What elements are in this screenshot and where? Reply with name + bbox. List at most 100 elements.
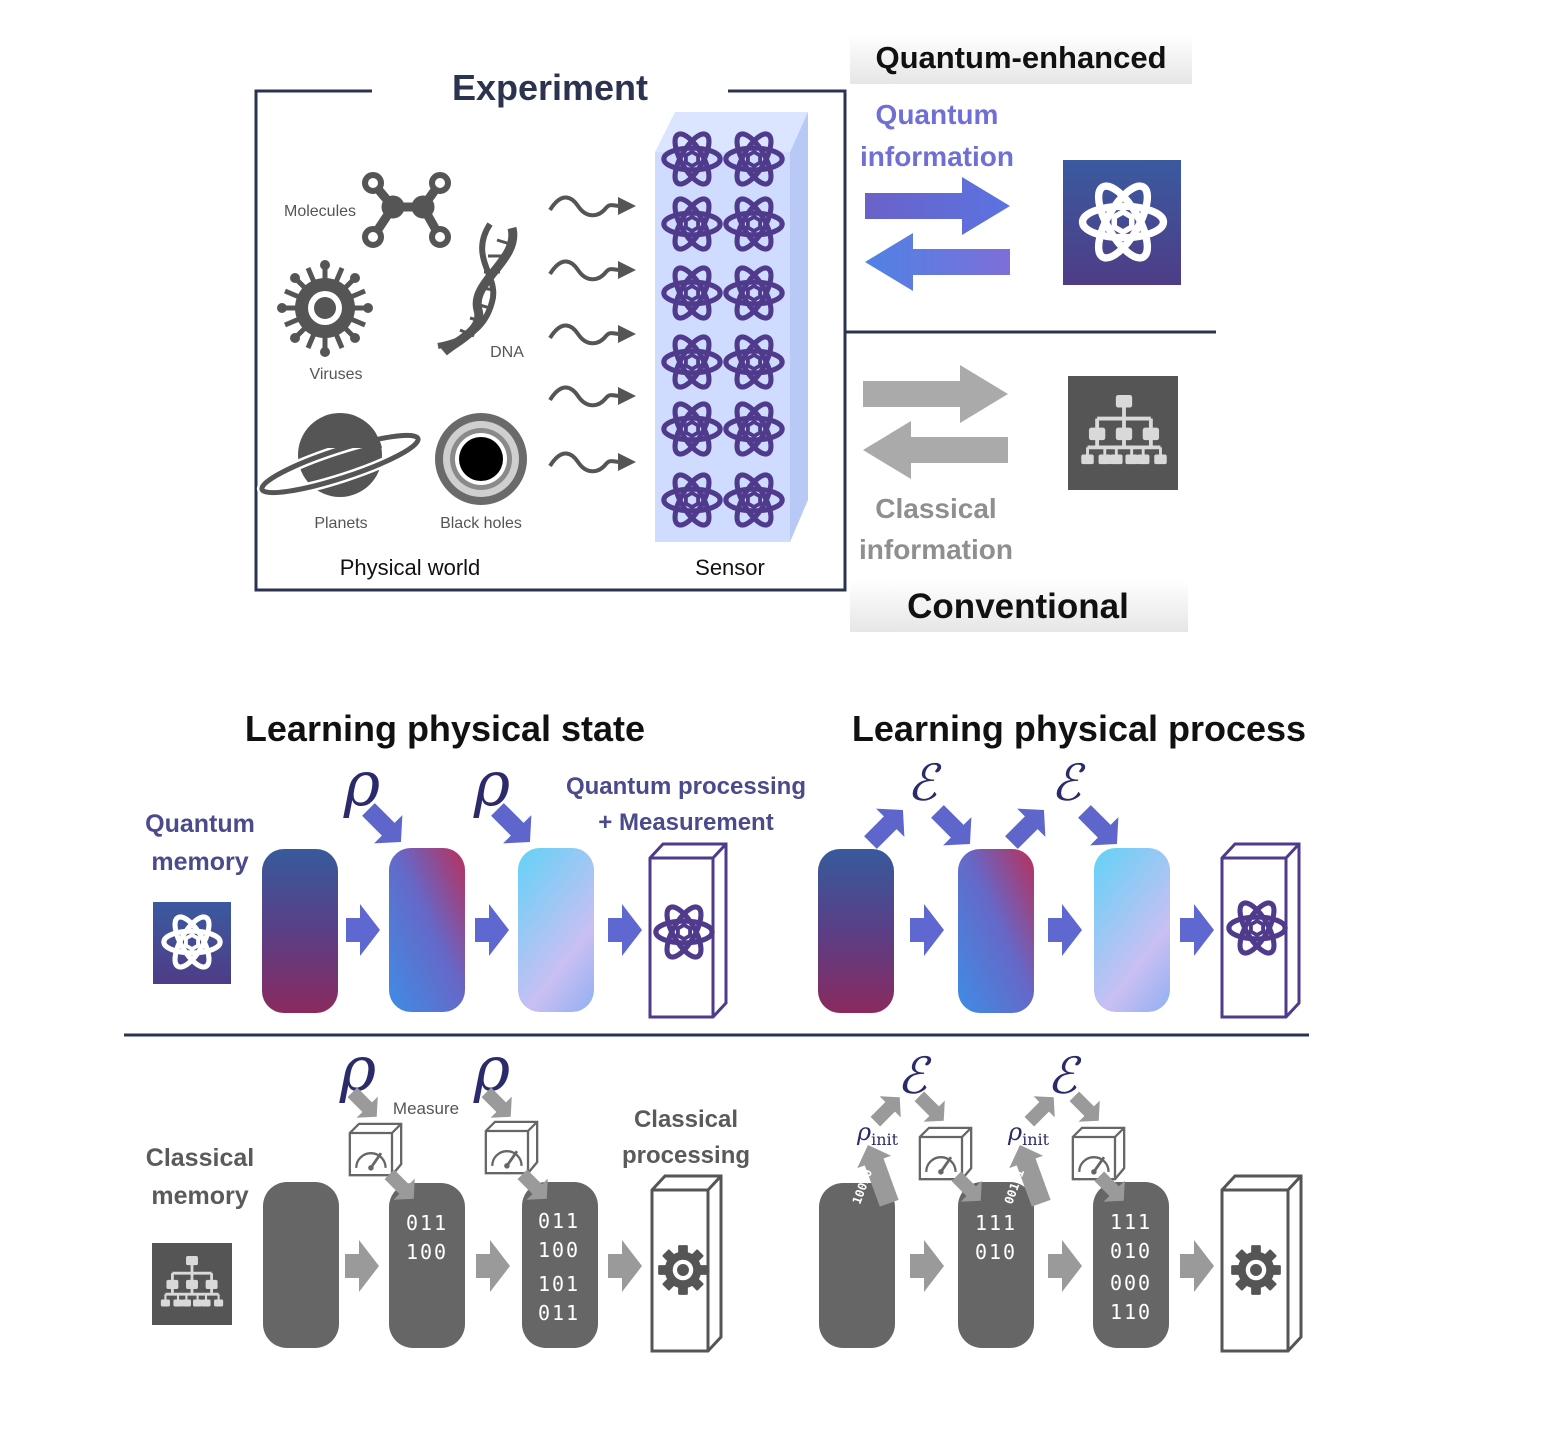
classical-processor-box-process bbox=[1220, 1174, 1303, 1353]
quantum-processing-line2: + Measurement bbox=[598, 809, 773, 836]
quantum-memory-line2: memory bbox=[151, 848, 248, 876]
quantum-header-box bbox=[850, 34, 1192, 84]
input-arrow bbox=[931, 805, 972, 846]
flow-arrow bbox=[1180, 1240, 1214, 1292]
data-arrow bbox=[517, 1169, 548, 1200]
measure-arrow bbox=[914, 1091, 945, 1122]
classical-process-pill-1 bbox=[958, 1182, 1034, 1348]
rho-init-label: ρinit bbox=[856, 1118, 899, 1149]
classical-info-line1: Classical bbox=[875, 493, 996, 524]
quantum-processor-box bbox=[648, 842, 728, 1019]
flow-arrow bbox=[910, 904, 944, 956]
classical-memory-line2: memory bbox=[151, 1182, 248, 1210]
bits-text: 000 bbox=[1110, 1271, 1152, 1295]
dna-label: DNA bbox=[490, 344, 524, 361]
classical-processing-line2: processing bbox=[622, 1142, 750, 1169]
quantum-process-pill-1 bbox=[958, 849, 1034, 1013]
physical-world-label: Physical world bbox=[340, 555, 481, 580]
viruses-label: Viruses bbox=[309, 366, 362, 383]
classical-row: Classical memory Classical processing 01… bbox=[146, 1032, 1303, 1353]
input-arrow bbox=[362, 803, 403, 844]
gear-icon bbox=[1231, 1245, 1281, 1295]
flow-arrow bbox=[476, 1240, 510, 1292]
bits-text: 011 bbox=[538, 1209, 580, 1233]
quantum-memory-pill bbox=[262, 849, 338, 1013]
planet-icon bbox=[256, 413, 424, 498]
quantum-arrow-right bbox=[865, 177, 1010, 235]
channel-label: ℰ bbox=[1051, 754, 1086, 812]
bits-text: 100 bbox=[538, 1238, 580, 1262]
measure-arrow bbox=[347, 1087, 378, 1118]
quantum-processor-box-process bbox=[1220, 842, 1301, 1019]
experiment-panel: Experiment Molecules bbox=[254, 67, 847, 592]
dna-icon bbox=[437, 222, 518, 356]
learning-state-title: Learning physical state bbox=[245, 708, 645, 749]
quantum-memory-atom-icon bbox=[1063, 160, 1181, 285]
flow-arrow bbox=[1048, 1240, 1082, 1292]
quantum-memory-pill-process bbox=[818, 849, 894, 1013]
bits-text: 111 bbox=[1110, 1210, 1152, 1234]
quantum-process-pill-2 bbox=[1094, 848, 1170, 1012]
data-arrow bbox=[1094, 1171, 1125, 1202]
quantum-memory-line1: Quantum bbox=[145, 810, 255, 838]
bits-text: 010 bbox=[1110, 1239, 1152, 1263]
quantum-arrow-left bbox=[865, 233, 1010, 291]
wave-icon bbox=[548, 451, 638, 474]
experiment-title: Experiment bbox=[452, 67, 648, 108]
wave-icon bbox=[548, 323, 638, 346]
flow-arrow bbox=[475, 904, 509, 956]
bits-text: 101 bbox=[538, 1272, 580, 1296]
rho-init-label: ρinit bbox=[1007, 1118, 1050, 1149]
bits-text: 110 bbox=[1110, 1300, 1152, 1324]
classical-process-pill-2 bbox=[1093, 1182, 1169, 1348]
bits-text: 100 bbox=[406, 1240, 448, 1264]
planets-label: Planets bbox=[314, 515, 367, 532]
output-arrow bbox=[864, 808, 905, 849]
learning-process-title: Learning physical process bbox=[852, 708, 1306, 749]
bits-text: 011 bbox=[538, 1301, 580, 1325]
sensor-block bbox=[655, 112, 808, 542]
quantum-row: Quantum memory Quantum processing + Meas… bbox=[145, 747, 1301, 1019]
measure-arrow bbox=[481, 1087, 512, 1118]
flow-arrow bbox=[1180, 904, 1214, 956]
classical-data-pill-2 bbox=[522, 1182, 598, 1348]
bits-text: 011 bbox=[406, 1211, 448, 1235]
output-arrow bbox=[870, 1096, 901, 1127]
wave-icon bbox=[548, 385, 638, 408]
classical-arrow-left bbox=[863, 421, 1008, 479]
classical-processing-line1: Classical bbox=[634, 1106, 738, 1133]
flow-arrow bbox=[345, 1240, 379, 1292]
flow-arrow bbox=[910, 1240, 944, 1292]
input-arrow bbox=[491, 803, 532, 844]
flow-arrow bbox=[608, 1240, 642, 1292]
black-hole-icon bbox=[435, 413, 527, 505]
classical-memory-small-network-icon bbox=[152, 1243, 232, 1325]
molecule-icon bbox=[362, 172, 451, 248]
bits-text: 010 bbox=[975, 1240, 1017, 1264]
gear-icon bbox=[658, 1245, 708, 1295]
classical-info-line2: information bbox=[859, 534, 1013, 565]
classical-memory-pill bbox=[263, 1182, 339, 1348]
meter-icon bbox=[484, 1120, 539, 1175]
output-arrow bbox=[1024, 1096, 1055, 1127]
classical-data-pill-1 bbox=[389, 1183, 465, 1348]
classical-arrow-right bbox=[863, 365, 1008, 423]
input-arrow bbox=[1078, 805, 1119, 846]
conventional-header: Conventional bbox=[907, 587, 1129, 626]
quantum-info-line2: information bbox=[860, 141, 1014, 172]
data-arrow bbox=[951, 1171, 982, 1202]
black-holes-label: Black holes bbox=[440, 515, 522, 532]
conventional-header-box bbox=[850, 580, 1188, 632]
wave-icon bbox=[548, 259, 638, 282]
meter-icon bbox=[348, 1122, 403, 1177]
flow-arrow bbox=[608, 904, 642, 956]
input-bits-arrow-2 bbox=[1009, 1145, 1051, 1207]
quantum-state-pill-1 bbox=[389, 848, 465, 1012]
wave-icon bbox=[548, 195, 638, 218]
flow-arrow bbox=[1048, 904, 1082, 956]
output-arrow bbox=[1005, 808, 1046, 849]
flow-arrow bbox=[346, 904, 380, 956]
classical-memory-pill-process bbox=[819, 1183, 895, 1348]
input-bits-arrow-1 bbox=[857, 1145, 899, 1207]
